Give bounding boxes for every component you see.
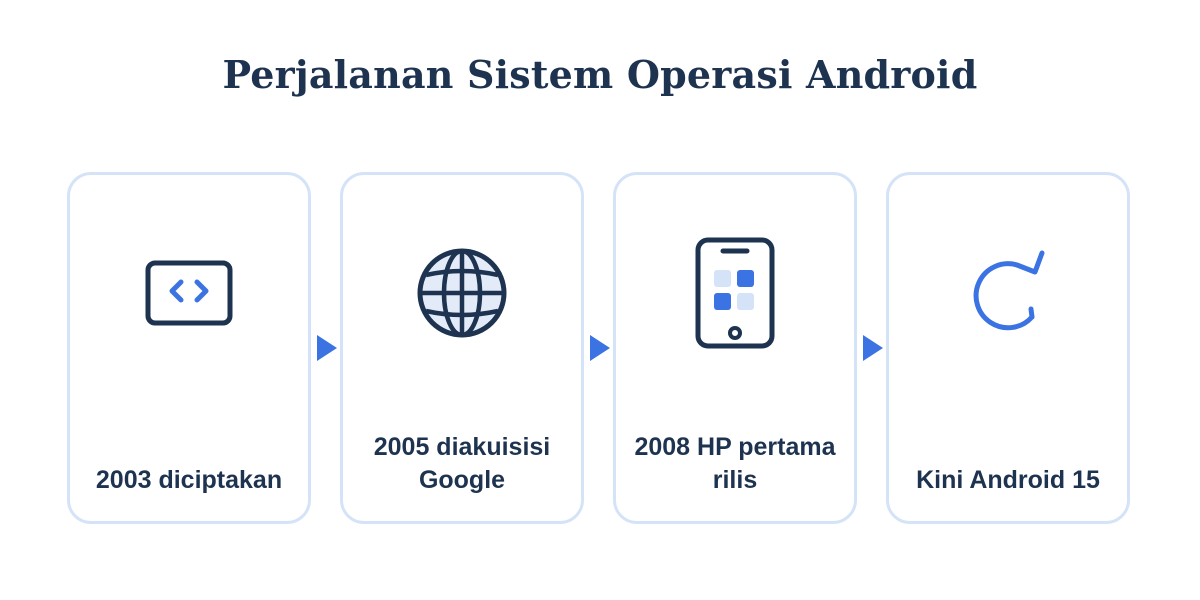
smartphone-icon bbox=[685, 233, 785, 353]
step-card-now: Kini Android 15 bbox=[886, 172, 1130, 524]
step-label: 2005 diakuisisi Google bbox=[373, 433, 551, 494]
globe-icon bbox=[412, 233, 512, 353]
code-window-icon bbox=[139, 233, 239, 353]
step-card-2005: 2005 diakuisisi Google bbox=[340, 172, 584, 524]
arrow-right-icon bbox=[863, 335, 883, 361]
refresh-icon bbox=[958, 233, 1058, 353]
step-card-2003: 2003 diciptakan bbox=[67, 172, 311, 524]
step-label: Kini Android 15 bbox=[916, 466, 1100, 494]
step-label: 2003 diciptakan bbox=[95, 466, 283, 494]
arrow-right-icon bbox=[590, 335, 610, 361]
step-card-2008: 2008 HP pertama rilis bbox=[613, 172, 857, 524]
step-label: 2008 HP pertama rilis bbox=[634, 433, 836, 494]
arrow-right-icon bbox=[317, 335, 337, 361]
page-title: Perjalanan Sistem Operasi Android bbox=[222, 52, 978, 97]
